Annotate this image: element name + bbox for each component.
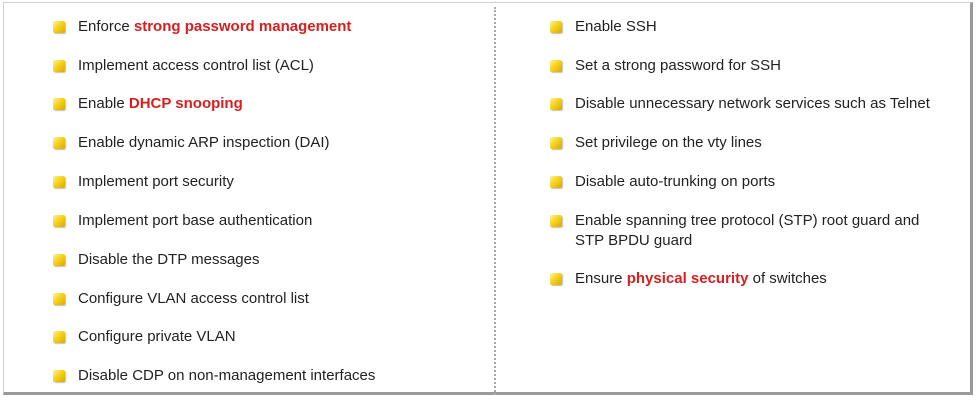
list-item: Set privilege on the vty lines <box>550 133 762 153</box>
list-item-text: Disable unnecessary network services suc… <box>575 95 930 112</box>
list-item: Enforce strong password management <box>53 17 351 37</box>
bullet-icon <box>550 98 562 110</box>
list-item-text: Enable spanning tree protocol (STP) root… <box>575 212 920 249</box>
bullet-icon <box>550 215 562 227</box>
list-item-text: Enable DHCP snooping <box>78 95 243 112</box>
bullet-icon <box>550 21 562 33</box>
content-frame: Enforce strong password management Imple… <box>3 2 973 395</box>
list-item: Enable dynamic ARP inspection (DAI) <box>53 133 330 153</box>
bullet-icon <box>53 293 65 305</box>
list-item-text: Disable CDP on non-management interfaces <box>78 367 376 384</box>
list-item-text: Implement port security <box>78 173 234 190</box>
list-item-text: Implement access control list (ACL) <box>78 57 314 74</box>
bullet-icon <box>53 21 65 33</box>
list-item: Enable DHCP snooping <box>53 94 243 114</box>
bullet-icon <box>53 254 65 266</box>
list-item: Implement port base authentication <box>53 211 312 231</box>
bullet-icon <box>53 215 65 227</box>
list-item: Configure private VLAN <box>53 327 236 347</box>
list-item-text: Enable SSH <box>575 18 657 35</box>
list-item-text: Disable auto-trunking on ports <box>575 173 776 190</box>
bullet-icon <box>53 60 65 72</box>
bullet-icon <box>53 331 65 343</box>
list-item: Implement access control list (ACL) <box>53 56 314 76</box>
bullet-icon <box>550 176 562 188</box>
list-item: Disable the DTP messages <box>53 250 259 270</box>
list-item-text: Enforce strong password management <box>78 18 352 35</box>
list-item: Disable CDP on non-management interfaces <box>53 366 375 386</box>
list-item-text: Set privilege on the vty lines <box>575 134 762 151</box>
list-item: Enable SSH <box>550 17 657 37</box>
column-divider <box>494 7 496 395</box>
list-item: Implement port security <box>53 172 234 192</box>
list-item: Set a strong password for SSH <box>550 56 781 76</box>
bullet-icon <box>53 370 65 382</box>
bullet-icon <box>550 137 562 149</box>
list-item-text: Set a strong password for SSH <box>575 57 781 74</box>
list-item-text: Disable the DTP messages <box>78 251 260 268</box>
list-item-text: Configure private VLAN <box>78 328 236 345</box>
list-item-text: Configure VLAN access control list <box>78 290 309 307</box>
list-item: Configure VLAN access control list <box>53 289 309 309</box>
bullet-icon <box>53 98 65 110</box>
list-item: Disable auto-trunking on ports <box>550 172 775 192</box>
bullet-icon <box>550 273 562 285</box>
bullet-icon <box>53 176 65 188</box>
list-item-text: Enable dynamic ARP inspection (DAI) <box>78 134 330 151</box>
list-item: Ensure physical security of switches <box>550 269 827 289</box>
list-item-text: Ensure physical security of switches <box>575 270 827 287</box>
list-item-text: Implement port base authentication <box>78 212 313 229</box>
bullet-icon <box>53 137 65 149</box>
list-item: Enable spanning tree protocol (STP) root… <box>550 211 950 251</box>
bullet-icon <box>550 60 562 72</box>
list-item: Disable unnecessary network services suc… <box>550 94 930 114</box>
